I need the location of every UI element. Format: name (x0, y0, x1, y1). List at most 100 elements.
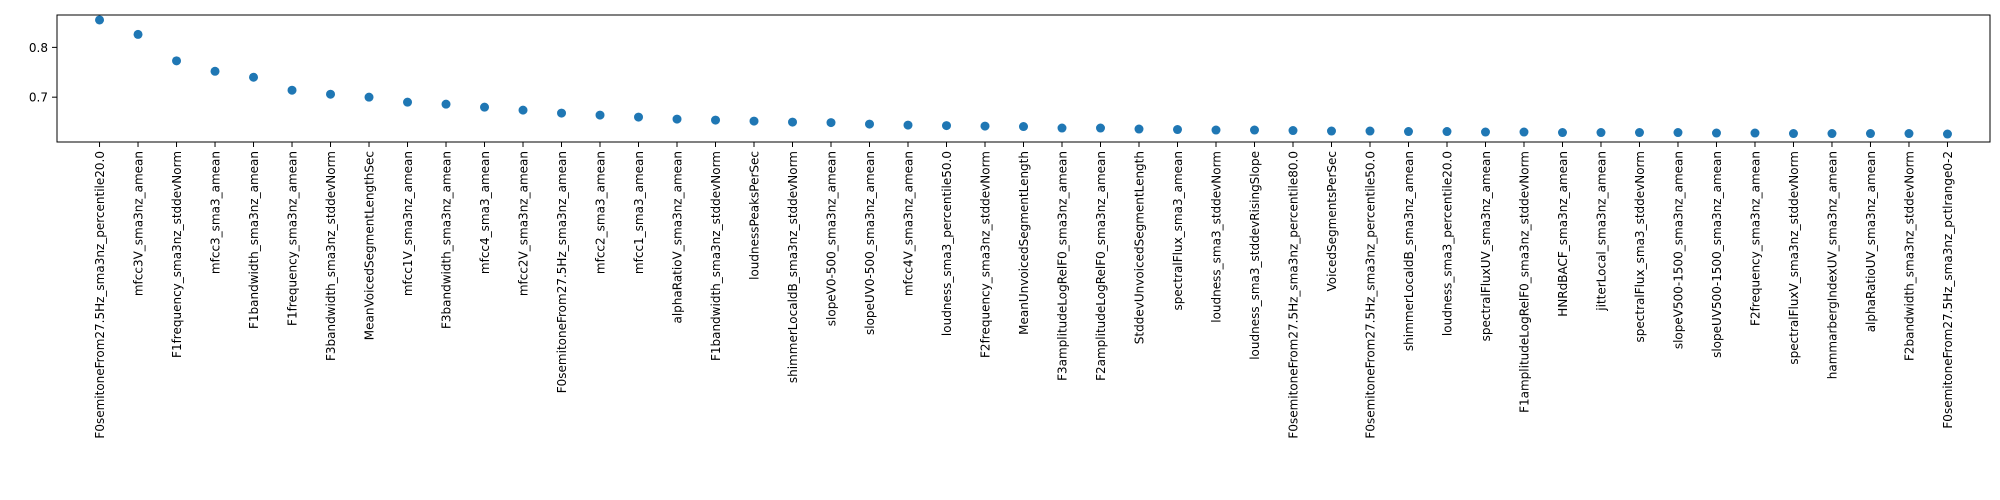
x-tick-label: F2amplitudeLogRelF0_sma3nz_amean (1094, 151, 1108, 381)
x-tick-label: F2bandwidth_sma3nz_stddevNorm (1902, 151, 1916, 361)
x-tick-label: F1frequency_sma3nz_amean (286, 151, 300, 326)
x-tick-label: mfcc4V_sma3nz_amean (902, 151, 916, 296)
data-point (903, 120, 913, 130)
plot-area-frame (56, 14, 1991, 143)
data-point (1172, 125, 1182, 135)
x-tick-label: mfcc4_sma3_amean (478, 151, 492, 274)
x-tick-label: F0semitoneFrom27.5Hz_sma3nz_amean (555, 151, 569, 393)
data-point (634, 112, 644, 122)
x-tick-label: mfcc3_sma3_amean (209, 151, 223, 274)
x-tick-label: F3amplitudeLogRelF0_sma3nz_amean (1055, 151, 1069, 381)
x-tick-label: alphaRatioUV_sma3nz_amean (1864, 151, 1878, 332)
data-point (595, 110, 605, 120)
data-point (1788, 129, 1798, 139)
data-point (133, 29, 143, 39)
x-tick-label: spectralFlux_sma3_stddevNorm (1633, 151, 1647, 342)
data-point (1019, 122, 1028, 132)
data-point (326, 89, 336, 99)
data-point (172, 56, 182, 66)
x-tick-label: mfcc2V_sma3nz_amean (517, 151, 531, 296)
data-point (1519, 127, 1529, 137)
x-tick-label: F1bandwidth_sma3nz_amean (247, 151, 261, 329)
data-point (210, 66, 220, 76)
data-point (1057, 123, 1067, 133)
data-point (1673, 128, 1683, 138)
x-tick-label: slopeUV0-500_sma3nz_amean (863, 151, 877, 335)
y-axis: 0.7 0.8 (29, 41, 57, 105)
data-point (826, 118, 836, 128)
x-tick-label: F0semitoneFrom27.5Hz_sma3nz_percentile20… (93, 151, 107, 439)
x-tick-label: F2frequency_sma3nz_stddevNorm (979, 151, 993, 358)
data-point (1711, 128, 1721, 138)
y-tick-label: 0.7 (29, 91, 48, 105)
data-point (95, 15, 105, 25)
data-point (1750, 128, 1760, 138)
data-point (287, 85, 297, 95)
x-tick-label: StddevUnvoicedSegmentLength (1132, 151, 1146, 344)
x-tick-label: mfcc1_sma3_amean (632, 151, 646, 274)
x-tick-label: alphaRatioV_sma3nz_amean (671, 151, 685, 324)
data-point (1288, 126, 1298, 136)
x-tick-label: mfcc2_sma3_amean (594, 151, 608, 274)
data-point (1596, 128, 1606, 138)
x-tick-label: loudness_sma3_percentile20.0 (1440, 151, 1454, 336)
x-tick-label: jitterLocal_sma3nz_amean (1594, 151, 1608, 312)
x-tick-label: MeanUnvoicedSegmentLength (1017, 151, 1031, 335)
data-point (1942, 129, 1952, 139)
x-tick-label: shimmerLocaldB_sma3nz_stddevNorm (786, 151, 800, 383)
data-point (1827, 129, 1837, 139)
data-point (1249, 125, 1259, 135)
x-tick-label: F0semitoneFrom27.5Hz_sma3nz_percentile50… (1363, 151, 1377, 439)
x-tick-label: loudness_sma3_stddevNorm (1209, 151, 1223, 323)
x-tick-label: mfcc1V_sma3nz_amean (401, 151, 415, 296)
x-tick-label: loudnessPeaksPerSec (748, 151, 762, 280)
data-point (749, 116, 759, 126)
y-tick-label: 0.8 (29, 41, 48, 55)
x-tick-label: HNRdBACF_sma3nz_amean (1556, 151, 1570, 317)
x-tick-label: F0semitoneFrom27.5Hz_sma3nz_pctlrange0-2 (1941, 151, 1955, 429)
x-tick-label: shimmerLocaldB_sma3nz_amean (1402, 151, 1416, 351)
x-tick-label: spectralFluxUV_sma3nz_amean (1479, 151, 1493, 341)
x-tick-label: loudness_sma3_percentile50.0 (940, 151, 954, 336)
x-tick-label: VoicedSegmentsPerSec (1325, 151, 1339, 292)
x-tick-label: spectralFlux_sma3_amean (1171, 151, 1185, 310)
data-points (95, 15, 1952, 139)
x-tick-label: F3bandwidth_sma3nz_stddevNorm (324, 151, 338, 361)
data-point (1365, 126, 1375, 136)
data-point (672, 114, 682, 124)
data-point (518, 105, 528, 115)
data-point (1865, 129, 1875, 139)
data-point (557, 108, 567, 118)
x-tick-label: slopeUV500-1500_sma3nz_amean (1710, 151, 1724, 358)
x-tick-label: F1bandwidth_sma3nz_stddevNorm (709, 151, 723, 361)
x-tick-label: F1frequency_sma3nz_stddevNorm (170, 151, 184, 358)
data-point (1403, 127, 1413, 137)
data-point (865, 119, 875, 129)
data-point (480, 102, 490, 112)
data-point (1557, 128, 1567, 138)
data-point (942, 121, 952, 131)
x-axis: F0semitoneFrom27.5Hz_sma3nz_percentile20… (93, 142, 1955, 439)
x-tick-label: slopeV500-1500_sma3nz_amean (1671, 151, 1685, 349)
x-tick-label: slopeV0-500_sma3nz_amean (825, 151, 839, 326)
data-point (1326, 126, 1336, 136)
x-tick-label: spectralFluxV_sma3nz_stddevNorm (1787, 151, 1801, 365)
x-tick-label: F1amplitudeLogRelF0_sma3nz_stddevNorm (1517, 151, 1531, 413)
data-point (1095, 123, 1105, 133)
data-point (441, 99, 451, 109)
data-point (788, 117, 798, 127)
data-point (1904, 129, 1914, 139)
data-point (711, 115, 721, 125)
x-tick-label: MeanVoicedSegmentLengthSec (363, 151, 377, 340)
x-tick-label: F0semitoneFrom27.5Hz_sma3nz_percentile80… (1286, 151, 1300, 439)
data-point (1480, 127, 1490, 137)
x-tick-label: hammarbergIndexUV_sma3nz_amean (1825, 151, 1839, 379)
data-point (980, 121, 990, 131)
data-point (1211, 125, 1221, 135)
data-point (249, 72, 259, 82)
data-point (1134, 124, 1144, 134)
data-point (1442, 127, 1452, 137)
data-point (1634, 128, 1644, 138)
x-tick-label: loudness_sma3_stddevRisingSlope (1248, 151, 1262, 360)
